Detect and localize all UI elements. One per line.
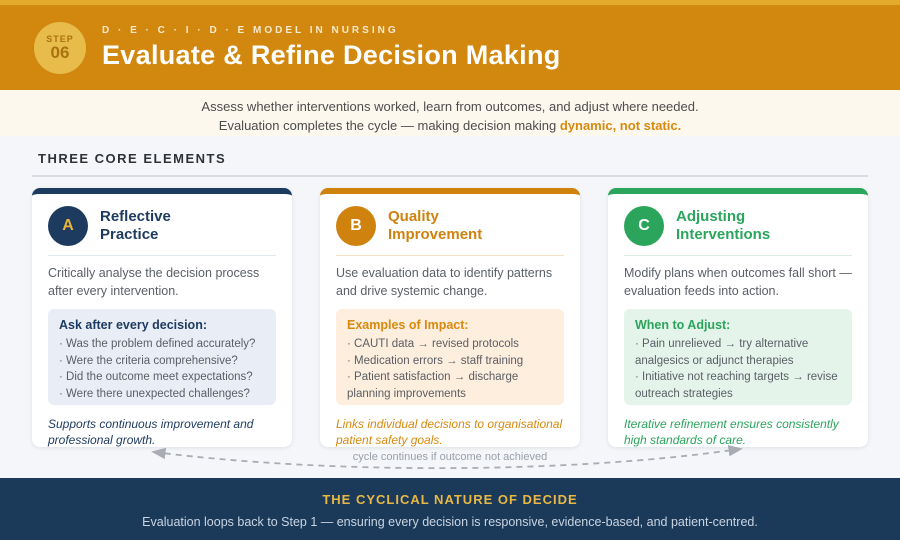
section-header: THREE CORE ELEMENTS — [32, 150, 868, 177]
info-box-item: · Pain unrelieved → try alternative anal… — [635, 338, 809, 367]
header-banner: STEP 06 D · E · C · I · D · E MODEL IN N… — [0, 5, 900, 90]
page-title: Evaluate & Refine Decision Making — [102, 39, 561, 70]
cycle-arrow — [151, 444, 743, 470]
card-description: Critically analyse the decision process … — [48, 266, 260, 298]
info-box-title: Examples of Impact: — [347, 318, 469, 332]
card-title: Adjusting Interventions — [676, 208, 771, 243]
card-adjusting-interventions: C Adjusting Interventions Modify plans w… — [608, 188, 868, 447]
card-letter-badge-b: B — [336, 206, 376, 246]
info-box-title: Ask after every decision: — [59, 318, 207, 332]
card-head: B Quality Improvement — [336, 206, 564, 246]
card-letter-badge-a: A — [48, 206, 88, 246]
card-info-box: When to Adjust: · Pain unrelieved → try … — [624, 309, 852, 405]
card-footnote: Iterative refinement ensures consistentl… — [624, 417, 839, 447]
card-footnote: Links individual decisions to organisati… — [336, 417, 563, 447]
info-box-item: · Was the problem defined accurately? — [59, 338, 256, 350]
info-box-item: · Were the criteria comprehensive? — [59, 354, 238, 367]
card-reflective-practice: A Reflective Practice Critically analyse… — [32, 188, 292, 447]
model-kicker: D · E · C · I · D · E MODEL IN NURSING — [102, 24, 399, 36]
card-head: A Reflective Practice — [48, 206, 276, 246]
intro-line-2-text: Evaluation completes the cycle — making … — [218, 118, 560, 133]
step-number: 06 — [50, 42, 70, 62]
card-quality-improvement: B Quality Improvement Use evaluation dat… — [320, 188, 580, 447]
info-box-item: · Patient satisfaction → discharge plann… — [347, 371, 519, 400]
card-info-box: Ask after every decision: · Was the prob… — [48, 309, 276, 405]
cycle-note: cycle continues if outcome not achieved — [352, 451, 548, 463]
intro-strip: Assess whether interventions worked, lea… — [0, 90, 900, 136]
main-content: THREE CORE ELEMENTS A Reflective Practic… — [0, 136, 900, 478]
header-text: D · E · C · I · D · E MODEL IN NURSING E… — [102, 25, 561, 71]
step-badge: STEP 06 — [34, 21, 86, 74]
card-divider — [336, 255, 564, 256]
info-box-item: · Initiative not reaching targets → revi… — [635, 371, 838, 400]
section-title: THREE CORE ELEMENTS — [38, 151, 227, 166]
card-divider — [48, 255, 276, 256]
info-box-item: · Did the outcome meet expectations? — [59, 371, 253, 383]
info-box-item: · CAUTI data → revised protocols — [347, 338, 519, 350]
footer-banner: THE CYCLICAL NATURE OF DECIDE Evaluation… — [0, 478, 900, 540]
card-info-box: Examples of Impact: · CAUTI data → revis… — [336, 309, 564, 405]
cycle-zone: cycle continues if outcome not achieved — [0, 438, 900, 478]
card-head: C Adjusting Interventions — [624, 206, 852, 246]
card-description: Use evaluation data to identify patterns… — [336, 266, 553, 298]
footer-text: Evaluation loops back to Step 1 — ensuri… — [142, 515, 758, 529]
card-description: Modify plans when outcomes fall short — … — [624, 266, 852, 298]
cards-row: A Reflective Practice Critically analyse… — [32, 188, 868, 447]
step-label: STEP — [46, 33, 74, 44]
top-accent-strip — [0, 0, 900, 5]
card-divider — [624, 255, 852, 256]
intro-highlight: dynamic, not static. — [559, 118, 682, 133]
card-footnote: Supports continuous improvement and prof… — [48, 417, 254, 447]
card-title: Quality Improvement — [388, 208, 483, 243]
intro-line-2: Evaluation completes the cycle — making … — [0, 116, 900, 135]
info-box-item: · Were there unexpected challenges? — [59, 387, 250, 400]
card-title: Reflective Practice — [100, 208, 171, 243]
card-letter-badge-c: C — [624, 206, 664, 246]
info-box-item: · Medication errors → staff training — [347, 354, 524, 367]
footer-title: THE CYCLICAL NATURE OF DECIDE — [322, 492, 578, 507]
intro-line-1: Assess whether interventions worked, lea… — [201, 99, 699, 114]
info-box-title: When to Adjust: — [635, 318, 731, 332]
